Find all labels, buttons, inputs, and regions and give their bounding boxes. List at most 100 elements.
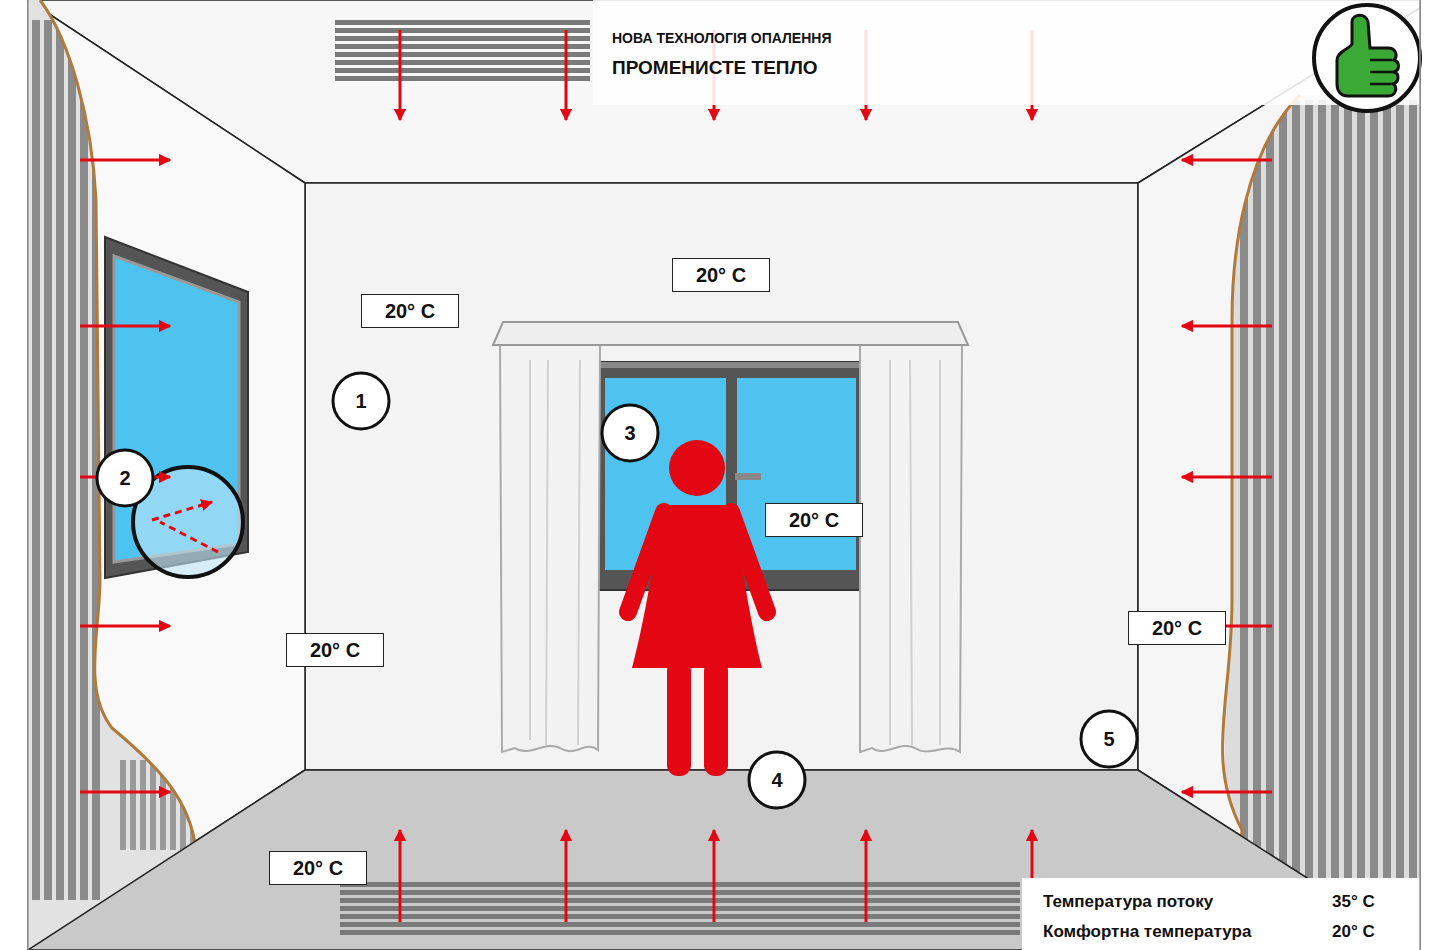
heat-arrow (1182, 476, 1272, 479)
panel-stripe (340, 922, 1020, 927)
ceiling-heating-panel (335, 20, 590, 81)
window-handle (735, 473, 761, 480)
temperature-box: 20° C (765, 503, 863, 537)
radiator-fin (1409, 100, 1417, 900)
temperature-box: 20° C (672, 258, 770, 292)
info-table (1022, 878, 1420, 950)
radiator-fin (170, 760, 176, 850)
temperature-value: 20° C (789, 509, 839, 532)
callout-number: 3 (600, 403, 660, 463)
title-panel (593, 0, 1420, 105)
heat-arrow (80, 159, 170, 162)
subtitle: ПРОМЕНИСТЕ ТЕПЛО (612, 57, 818, 79)
temperature-value: 20° C (293, 857, 343, 880)
temperature-box: 20° C (361, 294, 459, 328)
radiator-fin (150, 760, 156, 850)
heat-arrow (1182, 791, 1272, 794)
torn-wallpaper-edge (1222, 95, 1300, 950)
radiator-fin (56, 20, 64, 900)
heat-arrow (1182, 325, 1272, 328)
frame-line (27, 0, 29, 950)
radiator-fin (44, 20, 52, 900)
title: НОВА ТЕХНОЛОГІЯ ОПАЛЕННЯ (612, 30, 831, 46)
radiator-fin (68, 20, 76, 900)
radiator-fin (130, 760, 136, 850)
temperature-box: 20° C (286, 633, 384, 667)
person-arm (731, 512, 767, 612)
heat-arrow (399, 30, 402, 120)
panel-stripe (340, 882, 1020, 887)
side-window-frame (105, 237, 248, 578)
callout-circle-outline (602, 405, 658, 461)
callout-number: 5 (1079, 709, 1139, 769)
heat-arrow (713, 830, 716, 922)
callout-number: 4 (747, 750, 807, 810)
radiator-fin (1305, 100, 1313, 900)
thumb-up-fingers (1370, 60, 1393, 84)
panel-stripe (340, 930, 1020, 935)
heat-arrow (80, 325, 170, 328)
person-arm (628, 512, 664, 612)
heat-arrows (80, 30, 1272, 922)
reflected-heat-arrow (152, 502, 212, 520)
panel-stripe (335, 52, 590, 57)
frame-line (1419, 0, 1421, 950)
panel-stripe (340, 898, 1020, 903)
panel-stripe (335, 36, 590, 41)
table-cell: Комфортна температура (1043, 922, 1251, 942)
radiator-fin (1344, 100, 1352, 900)
table-cell: 20° C (1332, 922, 1375, 942)
callout-number-text: 5 (1103, 728, 1114, 751)
heat-arrow (399, 830, 402, 922)
radiator-fin (1357, 100, 1365, 900)
right-radiator (1225, 90, 1425, 950)
panel-stripe (335, 68, 590, 73)
table-cell: 35° C (1332, 892, 1375, 912)
radiator-fin (1279, 100, 1287, 900)
panel-stripe (340, 914, 1020, 919)
radiator-fin (1266, 100, 1274, 900)
person-leg (667, 660, 691, 776)
panel-stripe (340, 890, 1020, 895)
heat-arrow (80, 625, 170, 628)
temperature-box: 20° C (1128, 611, 1226, 645)
temperature-value: 20° C (310, 639, 360, 662)
callout-circle-outline (97, 450, 153, 506)
temperature-box: 20° C (269, 851, 367, 885)
temperature-value: 20° C (1152, 617, 1202, 640)
radiator-fin (1370, 100, 1378, 900)
curtain-folds (530, 360, 940, 745)
radiator-fin (1396, 100, 1404, 900)
radiator-fin (120, 760, 126, 850)
heat-arrow (565, 30, 568, 120)
panel-stripe (335, 20, 590, 25)
radiator-fin (80, 20, 88, 900)
radiator-fin (1253, 100, 1261, 900)
radiator-fin (32, 20, 40, 900)
callout-circle-outline (1081, 711, 1137, 767)
temperature-value: 20° C (385, 300, 435, 323)
panel-stripe (335, 44, 590, 49)
panel-stripe (335, 60, 590, 65)
heat-arrow (80, 791, 170, 794)
incoming-heat-ray (160, 522, 218, 552)
callout-number-text: 4 (771, 769, 782, 792)
radiator-fin (1292, 100, 1300, 900)
callout-circle-outline (749, 752, 805, 808)
radiator-fin (1383, 100, 1391, 900)
person-head (669, 440, 725, 496)
heat-arrow (1182, 159, 1272, 162)
heat-arrow (565, 830, 568, 922)
thumb-up-icon (1314, 5, 1420, 111)
person-leg (704, 660, 728, 776)
panel-stripe (335, 76, 590, 81)
panel-stripe (340, 906, 1020, 911)
heat-arrow (865, 830, 868, 922)
window-sill (598, 362, 860, 368)
thumb-up-hand (1337, 15, 1399, 96)
callout-number-text: 1 (355, 390, 366, 413)
panel-stripe (335, 28, 590, 33)
right-radiator-fins (1240, 100, 1417, 900)
